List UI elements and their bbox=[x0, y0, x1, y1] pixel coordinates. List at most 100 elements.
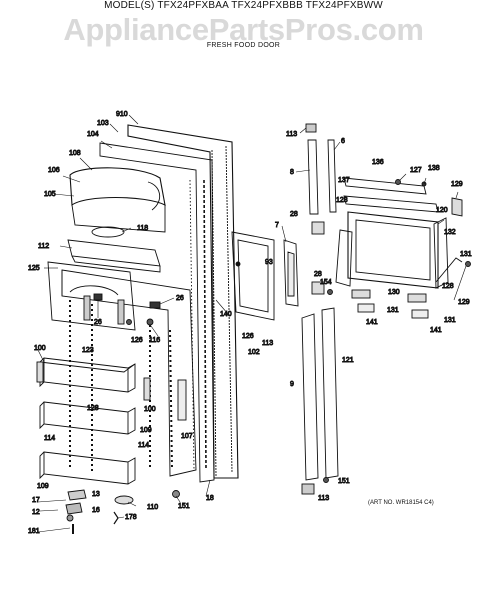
cam-110 bbox=[114, 495, 134, 505]
bracket-130-right bbox=[407, 293, 427, 303]
callout-113c: 113 bbox=[318, 495, 329, 502]
door-liner bbox=[99, 142, 215, 483]
bracket-28-lower bbox=[311, 281, 325, 295]
washer-12 bbox=[66, 514, 74, 522]
callout-107: 107 bbox=[181, 433, 193, 440]
door-assembly bbox=[36, 124, 239, 485]
callout-8: 8 bbox=[290, 169, 294, 176]
callout-138: 138 bbox=[428, 165, 440, 172]
bushing-151 bbox=[172, 490, 180, 498]
callout-126a: 126 bbox=[131, 337, 143, 344]
dispenser-frame-93 bbox=[231, 231, 275, 321]
callout-121: 121 bbox=[342, 357, 354, 364]
callout-93: 93 bbox=[265, 259, 273, 266]
upper-shelf bbox=[67, 239, 161, 267]
bracket-28-upper bbox=[311, 221, 325, 235]
callout-7: 7 bbox=[275, 222, 279, 229]
dispenser-housing bbox=[69, 167, 166, 207]
handle-assembly bbox=[231, 123, 339, 495]
arm-120 bbox=[433, 217, 449, 289]
callout-141a: 141 bbox=[366, 319, 378, 326]
leader-lines bbox=[37, 114, 467, 533]
trim-9 bbox=[301, 313, 319, 481]
screw-116 bbox=[146, 318, 154, 326]
dispenser-face bbox=[347, 211, 439, 289]
callout-123: 123 bbox=[82, 347, 94, 354]
callout-105: 105 bbox=[44, 191, 56, 198]
bottle-panel bbox=[47, 261, 136, 331]
screw-154 bbox=[327, 289, 333, 295]
callout-131c: 131 bbox=[444, 317, 456, 324]
callout-128a: 128 bbox=[87, 405, 99, 412]
callout-125: 125 bbox=[28, 265, 40, 272]
trim-121 bbox=[321, 307, 339, 479]
callout-102: 102 bbox=[248, 349, 260, 356]
callout-17: 17 bbox=[32, 497, 40, 504]
callout-128c: 128 bbox=[442, 283, 454, 290]
callout-13: 13 bbox=[92, 491, 100, 498]
cap-113-bottom bbox=[301, 483, 315, 495]
bin-retainer-right bbox=[143, 377, 151, 401]
callout-137: 137 bbox=[338, 177, 350, 184]
callout-6: 6 bbox=[341, 138, 345, 145]
callout-116: 116 bbox=[149, 337, 160, 344]
callout-16: 16 bbox=[92, 507, 100, 514]
callout-114a: 114 bbox=[44, 435, 55, 442]
model-numbers: MODEL(S) TFX24PFXBAA TFX24PFXBBB TFX24PF… bbox=[104, 0, 383, 11]
callout-113a: 113 bbox=[262, 340, 273, 347]
dispenser-assembly bbox=[335, 177, 471, 319]
spring-178 bbox=[113, 511, 119, 525]
door-bin-lower bbox=[43, 451, 129, 485]
callout-26a: 26 bbox=[176, 295, 184, 302]
watermark: AppliancePartsPros.com bbox=[63, 12, 424, 47]
callout-100b: 100 bbox=[144, 406, 156, 413]
trim-8 bbox=[307, 139, 319, 215]
callout-106: 106 bbox=[48, 167, 60, 174]
callout-130: 130 bbox=[388, 289, 400, 296]
foot-141-left bbox=[357, 303, 375, 313]
hinge-hardware bbox=[65, 489, 180, 534]
hinge-16 bbox=[65, 502, 83, 515]
callout-103: 103 bbox=[97, 120, 109, 127]
callout-12: 12 bbox=[32, 509, 40, 516]
callout-131a: 131 bbox=[460, 251, 472, 258]
frame-137 bbox=[343, 195, 439, 213]
callout-28a: 28 bbox=[290, 211, 298, 218]
callout-108: 108 bbox=[69, 150, 81, 157]
screw-131 bbox=[465, 261, 471, 267]
callout-126b: 126 bbox=[242, 333, 254, 340]
callout-26b: 26 bbox=[94, 319, 102, 326]
callout-28b: 28 bbox=[314, 271, 322, 278]
lever-129 bbox=[451, 197, 463, 217]
callout-151b: 151 bbox=[338, 478, 350, 485]
clip-127 bbox=[395, 179, 401, 185]
trim-6 bbox=[327, 139, 337, 213]
callout-109b: 109 bbox=[37, 483, 49, 490]
callout-100a: 100 bbox=[34, 345, 46, 352]
callout-109a: 109 bbox=[140, 427, 152, 434]
section-title: FRESH FOOD DOOR bbox=[206, 42, 281, 49]
callout-114b: 114 bbox=[138, 442, 149, 449]
callout-120: 120 bbox=[436, 207, 448, 214]
handle-7 bbox=[283, 239, 299, 307]
callout-132: 132 bbox=[444, 229, 456, 236]
callout-104: 104 bbox=[87, 131, 99, 138]
linkage-128 bbox=[435, 257, 463, 283]
bracket-130-left bbox=[351, 289, 371, 299]
callout-18: 18 bbox=[206, 495, 214, 502]
callout-118: 118 bbox=[137, 225, 148, 232]
callout-131b: 131 bbox=[387, 307, 399, 314]
clip-26b bbox=[93, 293, 103, 301]
callout-9: 9 bbox=[290, 381, 294, 388]
callout-110: 110 bbox=[147, 504, 158, 511]
callout-112: 112 bbox=[38, 243, 49, 250]
foot-141-right bbox=[411, 309, 429, 319]
callout-141b: 141 bbox=[430, 327, 442, 334]
callout-113b: 113 bbox=[286, 131, 297, 138]
upper-bar-136 bbox=[343, 177, 427, 195]
bin-retainer-left bbox=[36, 361, 44, 383]
callout-910: 910 bbox=[116, 111, 128, 118]
plug-151 bbox=[323, 477, 329, 483]
callout-151a: 151 bbox=[178, 503, 190, 510]
